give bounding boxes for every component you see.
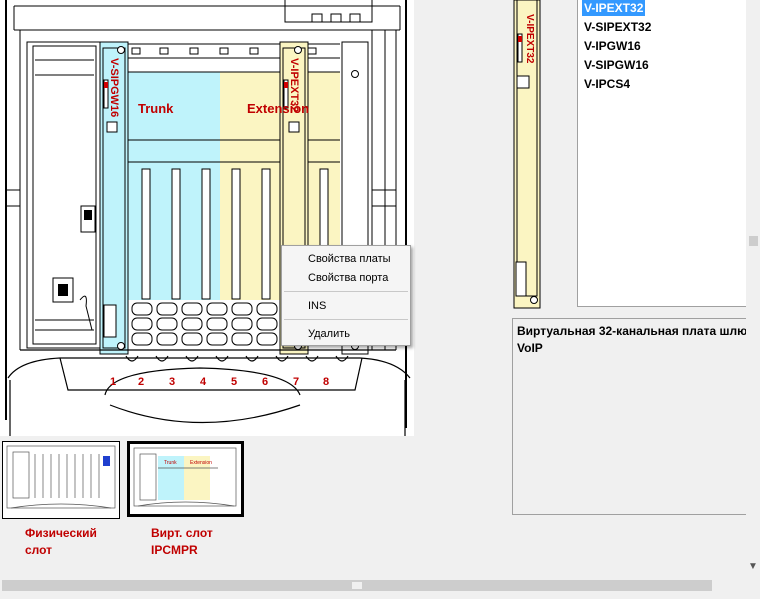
cabinet-drawing	[5, 0, 411, 436]
slot-number-8: 8	[323, 376, 330, 388]
list-item-v-ipgw16[interactable]: V-IPGW16	[584, 39, 641, 53]
virtual-slot-label[interactable]: Вирт. слот IPCMPR	[151, 525, 213, 559]
list-item-v-sipext32[interactable]: V-SIPEXT32	[584, 20, 652, 34]
list-item-v-ipcs4[interactable]: V-IPCS4	[584, 77, 631, 91]
slot-number-2: 2	[138, 376, 145, 388]
card-preview-label: V-IPEXT32	[524, 14, 535, 64]
vertical-scrollbar[interactable]: ▼	[746, 0, 760, 577]
menu-item-board-properties[interactable]: Свойства платы	[308, 253, 391, 265]
trunk-label: Trunk	[138, 101, 174, 116]
virtual-slot-label-line2: IPCMPR	[151, 543, 198, 557]
card-list[interactable]: V-IPEXT32 V-SIPEXT32 V-IPGW16 V-SIPGW16 …	[577, 0, 760, 307]
slot-number-1: 1	[110, 376, 117, 388]
mini-extension-text: Extension	[190, 460, 212, 466]
physical-slot-label-line1: Физический	[25, 526, 97, 540]
extension-label: Extension	[247, 101, 310, 116]
context-menu: Свойства платы Свойства порта INS Удалит…	[281, 245, 411, 346]
menu-separator	[284, 291, 408, 292]
slot-number-5: 5	[231, 376, 238, 388]
horizontal-scrollbar[interactable]	[0, 577, 746, 594]
virtual-slot-label-line1: Вирт. слот	[151, 526, 213, 540]
description-text: Виртуальная 32-канальная плата шлюза VoI…	[517, 323, 757, 357]
physical-slot-label-line2: слот	[25, 543, 53, 557]
slot-number-4: 4	[200, 376, 207, 388]
physical-slot-thumbnail[interactable]	[2, 441, 120, 519]
slot-number-3: 3	[169, 376, 176, 388]
list-item-v-sipgw16[interactable]: V-SIPGW16	[584, 58, 649, 72]
physical-slot-label[interactable]: Физический слот	[25, 525, 97, 559]
slot-number-7: 7	[293, 376, 300, 388]
menu-separator	[284, 319, 408, 320]
horizontal-scroll-grip	[352, 582, 362, 589]
chevron-down-icon[interactable]: ▼	[748, 561, 758, 572]
menu-item-ins[interactable]: INS	[308, 300, 327, 312]
virtual-slot-thumbnail[interactable]: Trunk Extension	[127, 441, 244, 517]
menu-item-delete[interactable]: Удалить	[308, 328, 350, 340]
card-preview-drawing	[513, 0, 541, 309]
mini-trunk-text: Trunk	[164, 460, 177, 466]
card-preview: V-IPEXT32	[512, 0, 542, 312]
slot-canvas[interactable]: Trunk Extension V-SIPGW16 V-IPEXT32 1 2 …	[0, 0, 414, 436]
physical-slot-preview	[6, 445, 116, 509]
description-box: Виртуальная 32-канальная плата шлюза VoI…	[512, 318, 760, 515]
card-right-label[interactable]: V-IPEXT32	[288, 58, 300, 113]
description-line1: Виртуальная 32-канальная плата шлюза	[517, 324, 757, 338]
menu-item-port-properties[interactable]: Свойства порта	[308, 272, 389, 284]
description-line2: VoIP	[517, 341, 543, 355]
slot-number-6: 6	[262, 376, 269, 388]
vertical-scroll-thumb[interactable]	[749, 236, 758, 246]
card-left-label[interactable]: V-SIPGW16	[108, 58, 120, 118]
list-item-v-ipext32[interactable]: V-IPEXT32	[582, 0, 646, 16]
virtual-slot-preview: Trunk Extension	[133, 447, 237, 507]
